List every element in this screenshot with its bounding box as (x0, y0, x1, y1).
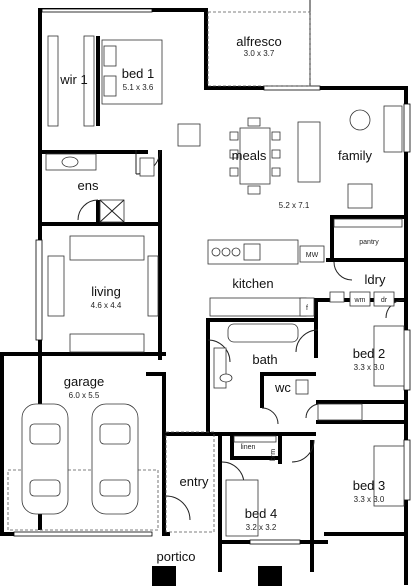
dims-bed2: 3.3 x 3.0 (354, 363, 385, 372)
car-left (21, 403, 69, 515)
label-meals: meals (232, 148, 267, 163)
label-bed1: bed 1 (122, 66, 155, 81)
dims-alfresco: 3.0 x 3.7 (244, 49, 275, 58)
label-family: family (338, 148, 372, 163)
washing-machine (349, 291, 371, 307)
dryer (373, 291, 395, 307)
label-portico: portico (156, 549, 195, 564)
alfresco-outline (207, 11, 311, 87)
family-sofa (297, 121, 321, 183)
labels: alfresco 3.0 x 3.7 wir 1 bed 1 5.1 x 3.6… (59, 34, 388, 564)
meals-table (239, 127, 271, 185)
label-wir1: wir 1 (59, 72, 87, 87)
bathtub (227, 323, 299, 343)
family-chair (347, 183, 373, 209)
label-bed3: bed 3 (353, 478, 386, 493)
car-right (91, 403, 139, 515)
living-tv-unit (69, 333, 145, 353)
label-bed4: bed 4 (245, 506, 278, 521)
label-pantry: pantry (359, 239, 379, 246)
microwave (299, 245, 325, 263)
label-wc: wc (274, 380, 291, 395)
bed-3-bed (373, 445, 405, 507)
label-mw: MW (306, 252, 319, 259)
label-bed2: bed 2 (353, 346, 386, 361)
fridge (299, 297, 315, 317)
label-kitchen: kitchen (232, 276, 273, 291)
family-tv (383, 105, 403, 153)
dims-bed3: 3.3 x 3.0 (354, 495, 385, 504)
label-brm: brm (270, 449, 277, 461)
dims-bed4: 3.2 x 3.2 (246, 523, 277, 532)
label-ldry: ldry (365, 272, 386, 287)
dims-family: 5.2 x 7.1 (279, 201, 310, 210)
ens-toilet (139, 157, 155, 177)
label-f: f (306, 305, 308, 312)
dims-living: 4.6 x 4.4 (91, 301, 122, 310)
living-sofa (69, 235, 145, 261)
dims-bed1: 5.1 x 3.6 (123, 83, 154, 92)
bed-1-chair (177, 123, 201, 147)
bed-4-bed (225, 479, 259, 537)
label-living: living (91, 284, 121, 299)
kitchen-bench (209, 297, 307, 317)
robe-shared (317, 403, 363, 421)
entry-outline (165, 431, 215, 533)
wc-toilet (295, 379, 309, 395)
bed-2-bed (373, 325, 405, 387)
furniture (21, 35, 405, 537)
garage-door-outline (7, 469, 159, 531)
label-wm: wm (354, 297, 366, 304)
label-linen: linen (241, 444, 256, 451)
label-entry: entry (180, 474, 209, 489)
label-ens: ens (78, 178, 99, 193)
label-bath: bath (252, 352, 277, 367)
label-alfresco: alfresco (236, 34, 282, 49)
windows (13, 8, 411, 545)
label-dr: dr (381, 297, 388, 304)
dims-garage: 6.0 x 5.5 (69, 391, 100, 400)
wir-shelf-left (47, 35, 59, 127)
wir-shelf-right (83, 35, 95, 127)
label-garage: garage (64, 374, 104, 389)
